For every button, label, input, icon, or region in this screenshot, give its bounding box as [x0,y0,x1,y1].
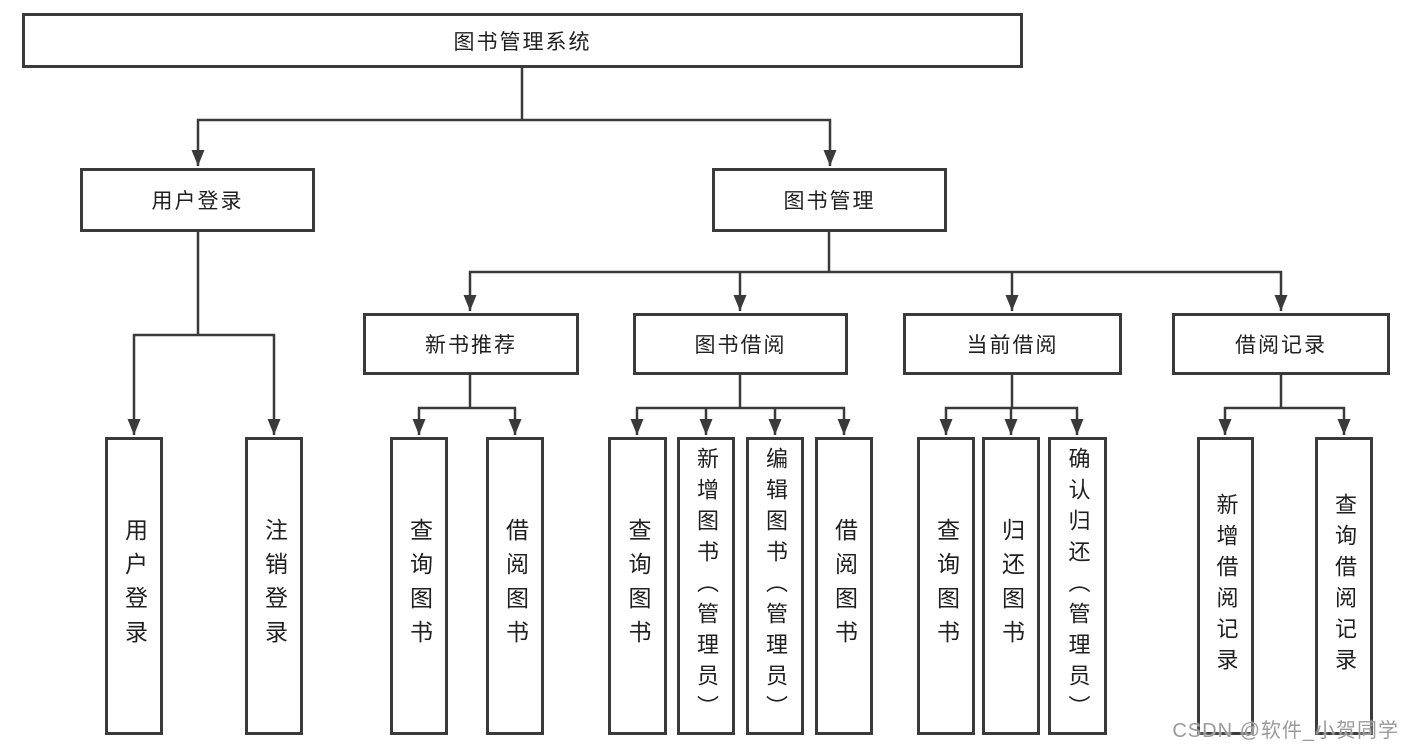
csdn-watermark: CSDN @软件_小贺同学 [1172,720,1399,742]
leaf-return-books: 归还图书 [982,437,1040,735]
leaf-label: 新增借阅记录 [1213,493,1239,679]
leaf-borrow-books: 借阅图书 [815,437,873,735]
leaf-query-books-newbook: 查询图书 [390,437,448,735]
leaf-label: 确认归还（管理员） [1065,446,1091,726]
leaf-label: 注销登录 [261,518,288,654]
node-book-borrowing: 图书借阅 [633,313,848,375]
leaf-label: 编辑图书（管理员） [763,446,788,726]
node-label: 图书管理 [783,190,876,213]
leaf-label: 查询图书 [406,518,433,654]
leaf-confirm-return-admin: 确认归还（管理员） [1048,437,1107,735]
node-label: 新书推荐 [425,334,517,357]
node-label: 图书管理系统 [453,30,592,54]
leaf-label: 查询借阅记录 [1332,493,1357,679]
node-label: 图书借阅 [694,334,787,357]
leaf-user-login: 用户登录 [105,437,163,735]
node-label: 借阅记录 [1235,334,1327,357]
leaf-query-books-current: 查询图书 [917,437,975,735]
node-label: 当前借阅 [966,334,1059,357]
leaf-label: 查询图书 [625,518,651,654]
leaf-label: 新增图书（管理员） [694,446,719,726]
leaf-query-borrow-record: 查询借阅记录 [1315,437,1373,735]
node-user-login: 用户登录 [80,168,315,232]
leaf-label: 借阅图书 [502,518,529,654]
leaf-label: 用户登录 [121,518,148,654]
node-borrowing-records: 借阅记录 [1172,313,1390,375]
leaf-edit-books-admin: 编辑图书（管理员） [746,437,804,735]
leaf-query-books-borrowing: 查询图书 [608,437,667,735]
leaf-add-borrow-record: 新增借阅记录 [1197,437,1254,735]
node-current-borrowing: 当前借阅 [903,313,1122,375]
leaf-add-books-admin: 新增图书（管理员） [677,437,735,735]
leaf-label: 查询图书 [933,518,960,654]
node-new-book-recommend: 新书推荐 [363,313,579,375]
node-book-management: 图书管理 [712,168,947,232]
leaf-label: 借阅图书 [831,518,858,654]
node-label: 用户登录 [151,190,244,213]
leaf-label: 归还图书 [998,518,1025,654]
leaf-borrow-books-newbook: 借阅图书 [486,437,544,735]
leaf-logout: 注销登录 [245,437,303,735]
node-library-management-system: 图书管理系统 [22,13,1023,68]
